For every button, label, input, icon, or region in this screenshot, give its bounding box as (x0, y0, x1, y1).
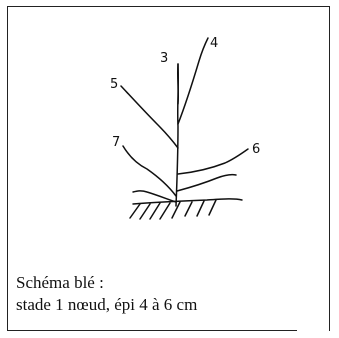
figure-caption: Schéma blé : stade 1 nœud, épi 4 à 6 cm (16, 272, 331, 316)
leaf-label-5: 5 (110, 77, 118, 92)
leaf-5 (120, 85, 179, 149)
leaf-label-4: 4 (210, 36, 218, 51)
soil-hatching (129, 199, 217, 220)
figure-frame (7, 6, 330, 331)
lower-leaf-right (176, 173, 237, 192)
caption-line-2: stade 1 nœud, épi 4 à 6 cm (16, 295, 198, 314)
leaf-label-7: 7 (112, 135, 120, 150)
leaf-3 (176, 63, 180, 105)
wheat-plant-diagram: 3 4 5 7 6 (7, 6, 330, 256)
leaf-label-6: 6 (252, 142, 260, 157)
caption-line-1: Schéma blé : (16, 273, 104, 292)
leaf-6 (177, 148, 249, 175)
lower-leaf-left (132, 190, 177, 203)
leaf-4 (177, 37, 209, 125)
leaf-label-3: 3 (160, 51, 168, 66)
ground-line (132, 198, 243, 205)
frame-bottom-line (7, 330, 297, 331)
leaf-7 (122, 145, 177, 197)
